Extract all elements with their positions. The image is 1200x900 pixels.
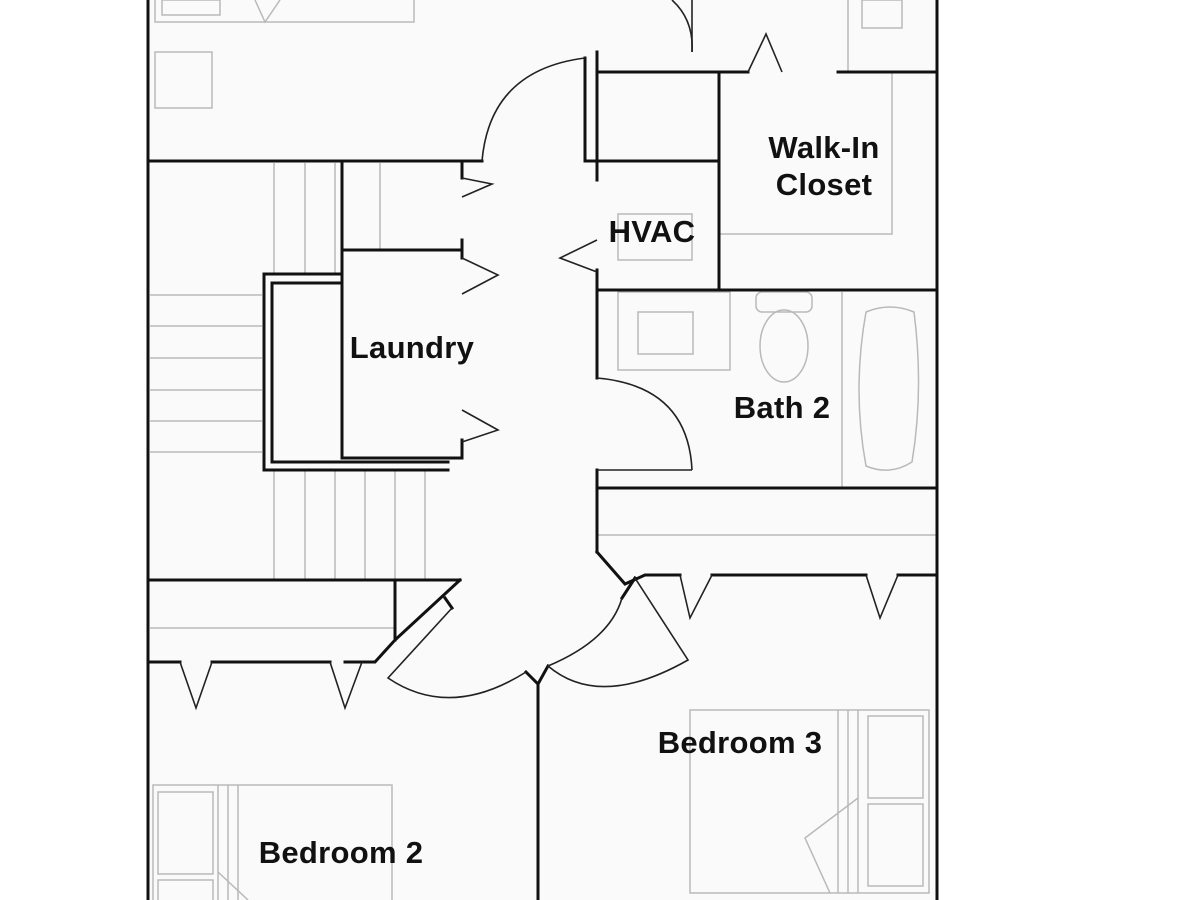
door-swing-bedroom-top [481, 57, 586, 162]
bedroom2-door-swing [386, 607, 527, 699]
vanity-sink-icon [617, 291, 731, 371]
hvac-label: HVAC [609, 214, 696, 249]
bedroom3-closet-door-2 [865, 574, 899, 621]
bedroom3-door-swing [546, 577, 690, 688]
closet-shelf-icon [720, 72, 893, 235]
doors [179, 0, 899, 711]
bedroom2-closet-door-2 [329, 661, 363, 711]
toilet-icon [755, 291, 813, 383]
closet-bifold-door [747, 32, 783, 73]
floor-area [148, 0, 938, 900]
walls [146, 0, 939, 900]
hvac-unit-icon [617, 213, 693, 261]
bedroom3-bed-icon [689, 709, 930, 894]
bedroom2-closet-door-1 [179, 661, 213, 711]
walk-in-closet-label-line2: Closet [776, 167, 873, 202]
laundry-label: Laundry [350, 330, 475, 365]
nightstand-icon [154, 51, 213, 109]
bedroom-2-label: Bedroom 2 [259, 835, 424, 870]
laundry-bifold-door-3 [461, 409, 500, 443]
top-bed-icon [154, 0, 415, 24]
bath-2-label: Bath 2 [734, 390, 831, 425]
laundry-bifold-door-1 [461, 177, 495, 198]
room-labels: Walk-In Closet HVAC Laundry Bath 2 Bedro… [259, 130, 880, 870]
walk-in-closet-label-line1: Walk-In [768, 130, 879, 165]
bath-door-swing [596, 377, 693, 471]
fixtures [150, 0, 937, 900]
bedroom-3-label: Bedroom 3 [658, 725, 823, 760]
laundry-bifold-door-2 [461, 257, 500, 295]
stairs-icon [150, 163, 426, 580]
bedroom3-closet-door-1 [679, 574, 713, 621]
bathtub-icon [841, 292, 920, 488]
bedroom2-bed-icon [152, 784, 393, 900]
top-right-cabinet-icon [847, 0, 903, 72]
hvac-door [557, 239, 598, 273]
